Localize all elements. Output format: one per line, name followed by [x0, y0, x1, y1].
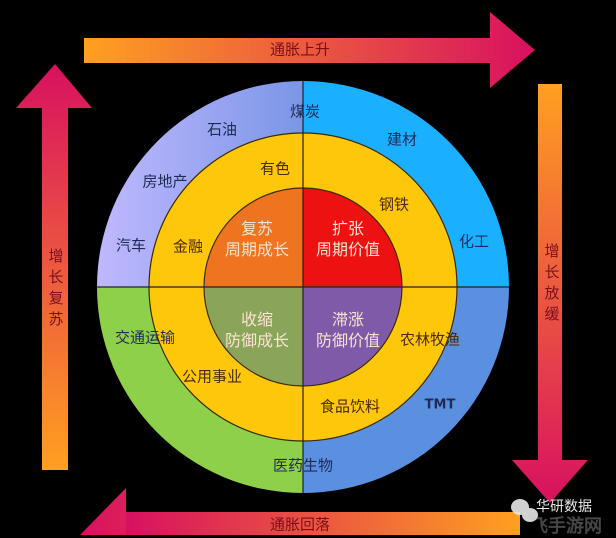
inner-top-right-label: 扩张 周期价值	[315, 219, 381, 259]
watermark-site: 飞手游网	[530, 516, 602, 537]
arrow-top-label: 通胀上升	[269, 40, 331, 59]
sector-shiyou: 石油	[206, 120, 238, 139]
sector-jiancai: 建材	[386, 130, 418, 149]
sector-fangdichan: 房地产	[142, 172, 188, 191]
inner-bottom-left-label: 收缩 防御成长	[224, 310, 290, 350]
arrow-right	[512, 84, 588, 503]
watermark-brand: 华研数据	[536, 499, 592, 515]
arrow-left-label: 增长复苏	[46, 248, 65, 332]
sector-shipin: 食品饮料	[319, 397, 381, 416]
inner-top-left	[204, 188, 303, 287]
arrow-bottom	[80, 488, 512, 535]
arrow-right-label: 增长放缓	[542, 243, 561, 327]
sector-meitan: 煤炭	[289, 102, 321, 121]
sector-gangtie: 钢铁	[378, 195, 410, 214]
sector-jinrong: 金融	[172, 237, 204, 256]
sector-gongyong: 公用事业	[181, 367, 243, 386]
wechat-icon	[511, 499, 538, 522]
sector-jiaotong: 交通运输	[114, 328, 176, 347]
sector-huagong: 化工	[458, 232, 490, 251]
arrow-left	[16, 64, 92, 470]
sector-qiche: 汽车	[115, 236, 147, 255]
sector-yiyao: 医药生物	[272, 456, 334, 475]
arrow-bottom-label: 通胀回落	[269, 515, 331, 534]
inner-top-right	[303, 188, 402, 287]
inner-bottom-right-label: 滞涨 防御价值	[315, 310, 381, 350]
sector-youse: 有色	[259, 159, 291, 178]
inner-bottom-left	[204, 287, 303, 386]
sector-tmt: TMT	[424, 397, 456, 413]
inner-top-left-label: 复苏 周期成长	[224, 219, 290, 259]
inner-bottom-right	[303, 287, 402, 386]
sector-nonglin: 农林牧渔	[399, 330, 461, 349]
arrow-top	[84, 12, 535, 88]
